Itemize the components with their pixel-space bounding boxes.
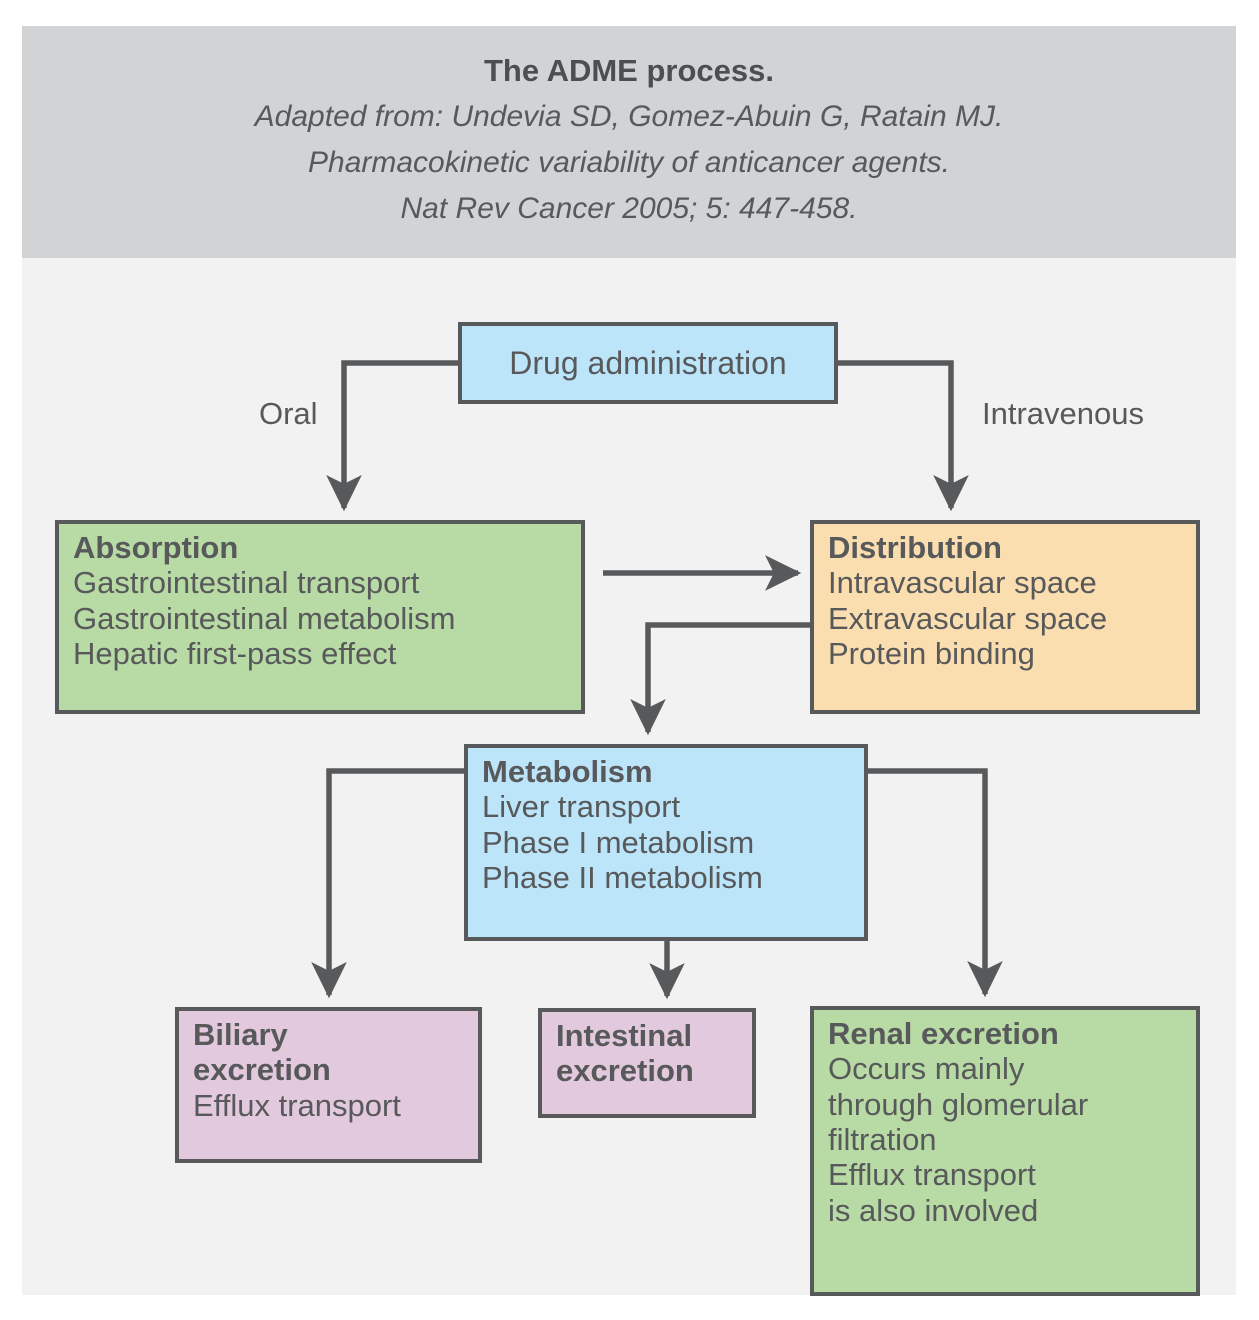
figure-caption: The ADME process. Adapted from: Undevia … — [22, 26, 1236, 258]
node-absorption-line-2: Gastrointestinal metabolism — [73, 600, 456, 636]
node-renal-excretion-heading: Renal excretion — [828, 1016, 1059, 1051]
node-absorption-line-1: Gastrointestinal transport — [73, 565, 420, 601]
node-renal-excretion-line-2: through glomerular — [828, 1086, 1089, 1122]
edge-drug-to-distribution — [838, 360, 969, 512]
caption-citation-line-1: Adapted from: Undevia SD, Gomez-Abuin G,… — [254, 100, 1004, 133]
node-intestinal-excretion-heading-line-1: Intestinal — [556, 1018, 693, 1053]
edge-distribution-to-metabolism — [630, 622, 810, 736]
node-biliary-excretion-line-1: Efflux transport — [193, 1087, 401, 1123]
node-metabolism-line-2: Phase I metabolism — [482, 824, 755, 860]
node-intestinal-excretion-heading-line-2: excretion — [556, 1053, 694, 1089]
caption-citation-line-3: Nat Rev Cancer 2005; 5: 447-458. — [400, 192, 858, 225]
node-renal-excretion-line-4: Efflux transport — [828, 1157, 1036, 1193]
edge-label-intravenous: Intravenous — [982, 396, 1144, 431]
node-drug-administration-label: Drug administration — [509, 344, 787, 381]
node-metabolism-line-3: Phase II metabolism — [482, 859, 763, 895]
node-metabolism-line-1: Liver transport — [482, 789, 681, 825]
node-distribution-line-3: Protein binding — [828, 635, 1035, 671]
node-metabolism[interactable]: Metabolism Liver transport Phase I metab… — [464, 744, 868, 941]
node-renal-excretion-line-1: Occurs mainly — [828, 1051, 1025, 1087]
edge-metabolism-to-renal — [868, 768, 1003, 998]
node-biliary-excretion-heading-line-2: excretion — [193, 1052, 331, 1088]
node-drug-administration[interactable]: Drug administration — [458, 322, 838, 404]
node-biliary-excretion-heading-line-1: Biliary — [193, 1017, 288, 1052]
caption-title: The ADME process. — [484, 53, 774, 88]
figure-container: The ADME process. Adapted from: Undevia … — [22, 26, 1236, 1296]
node-intestinal-excretion[interactable]: Intestinal excretion — [538, 1008, 756, 1118]
node-distribution-line-2: Extravascular space — [828, 600, 1108, 636]
node-renal-excretion-line-3: filtration — [828, 1121, 937, 1157]
flowchart: Drug administration Oral Intravenous Abs… — [22, 258, 1236, 1296]
node-distribution-line-1: Intravascular space — [828, 565, 1097, 601]
node-biliary-excretion[interactable]: Biliary excretion Efflux transport — [175, 1007, 482, 1163]
edge-drug-to-absorption — [326, 360, 458, 512]
edge-label-oral: Oral — [259, 396, 318, 431]
node-absorption-line-3: Hepatic first-pass effect — [73, 635, 397, 671]
node-absorption[interactable]: Absorption Gastrointestinal transport Ga… — [55, 520, 585, 714]
node-renal-excretion[interactable]: Renal excretion Occurs mainly through gl… — [810, 1006, 1200, 1296]
node-distribution-heading: Distribution — [828, 530, 1002, 565]
node-metabolism-heading: Metabolism — [482, 754, 653, 789]
caption-citation-line-2: Pharmacokinetic variability of anticance… — [308, 146, 950, 179]
node-distribution[interactable]: Distribution Intravascular space Extrava… — [810, 520, 1200, 714]
node-absorption-heading: Absorption — [73, 530, 239, 565]
node-renal-excretion-line-5: is also involved — [828, 1192, 1039, 1228]
edge-metabolism-to-biliary — [311, 768, 464, 999]
